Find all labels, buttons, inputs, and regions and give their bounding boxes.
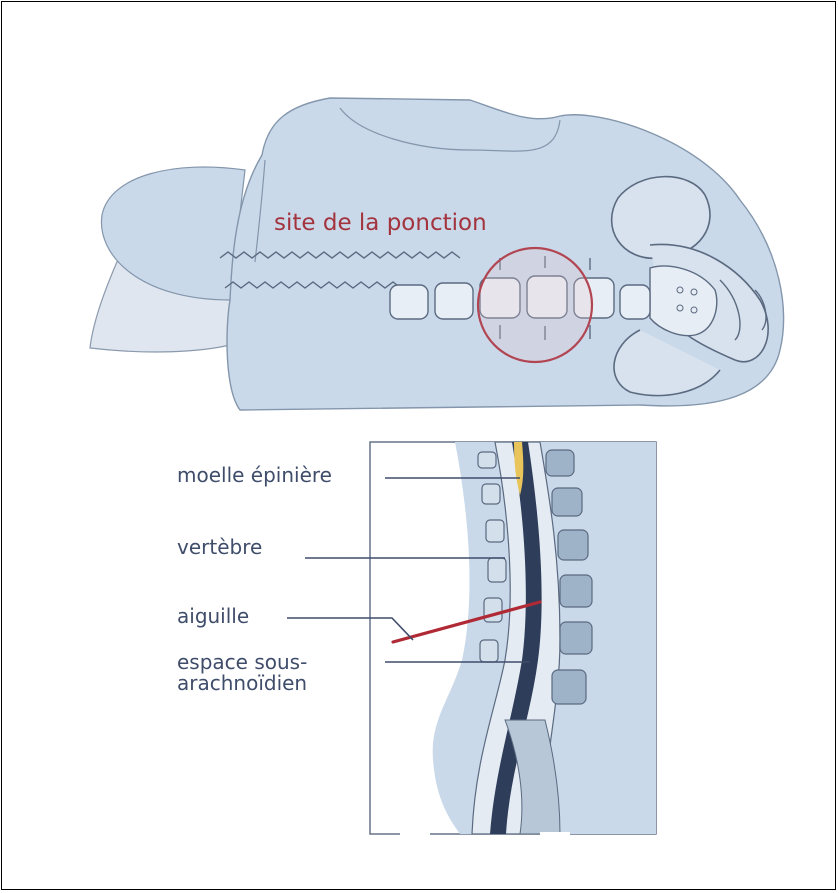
subarachnoid-space-label-line2: arachnoïdien [177,673,307,694]
subarachnoid-space-label-line1: espace sous- [177,652,307,673]
needle-label: aiguille [177,606,249,627]
puncture-site-label: site de la ponction [274,210,487,236]
puncture-site-circle [478,248,592,362]
vertebra-label: vertèbre [177,537,262,558]
spinal-cord-label: moelle épinière [177,465,332,486]
patient-body [90,98,784,410]
